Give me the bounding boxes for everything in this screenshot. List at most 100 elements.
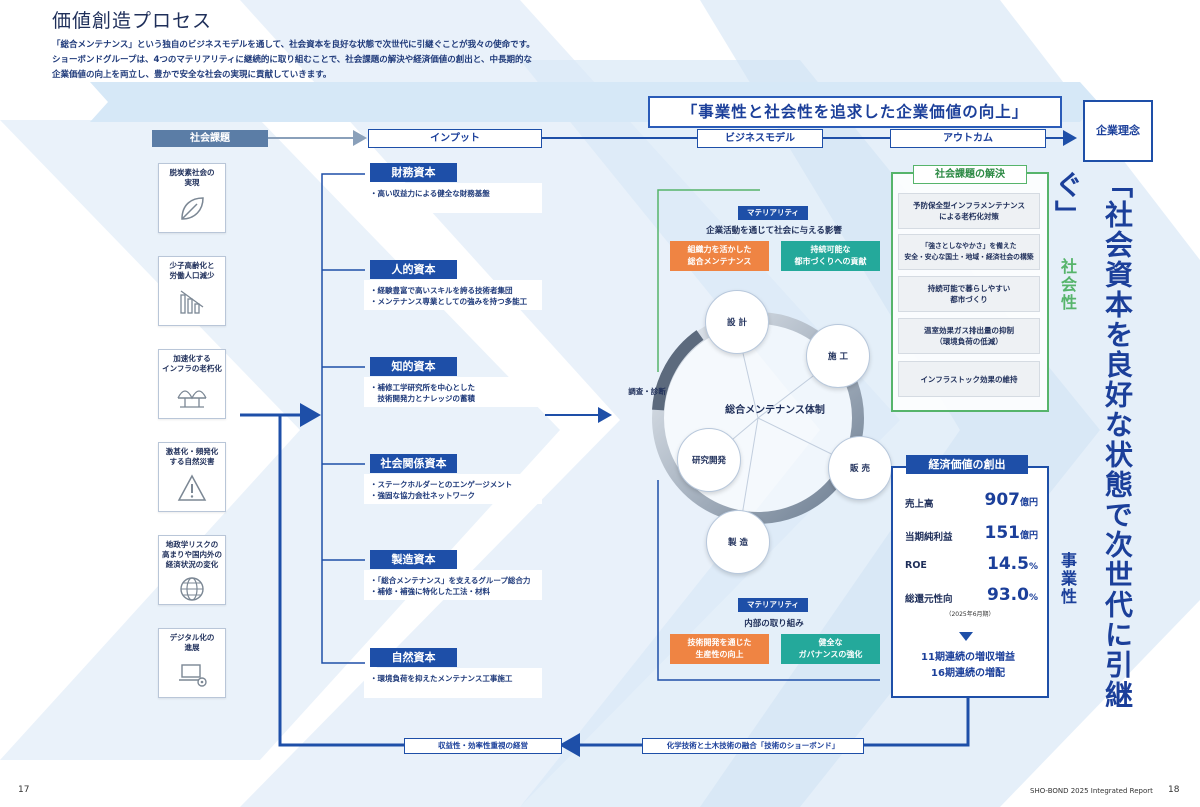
capital-body: ・経験豊富で高いスキルを誇る技術者集団 ・メンテナンス専業としての強みを持つ多能… [364, 280, 542, 310]
capital-item: ・高い収益力による健全な財務基盤 [370, 189, 490, 198]
bridge-icon [177, 390, 207, 408]
social-issue-label: 少子高齢化と 労働人口減少 [169, 261, 215, 280]
bottom-flow-left: 収益性・効率性重視の経営 [404, 738, 562, 754]
bottom-flow-right: 化学技術と土木技術の融合「技術のショーボンド」 [642, 738, 864, 754]
header-input: インプット [368, 129, 542, 148]
summary-line: 11期連続の増収増益 [921, 652, 1015, 663]
capital-header: 財務資本 [370, 163, 457, 182]
social-solution-item: 予防保全型インフラメンテナンス による老朽化対策 [898, 193, 1040, 229]
metric-unit: % [1028, 562, 1038, 572]
capital-item: ・ステークホルダーとのエンゲージメント [370, 480, 513, 489]
intro-line: 企業価値の向上を両立し、豊かで安全な社会の実現に貢献していきます。 [52, 70, 332, 80]
metric-label: ROE [905, 560, 927, 571]
business-side-label: 事業性 [1058, 552, 1077, 606]
metric-unit: 億円 [1019, 531, 1038, 541]
intro-text: 「総合メンテナンス」という独自のビジネスモデルを通して、社会資本を良好な状態で次… [52, 38, 572, 83]
economic-summary: 11期連続の増収増益 16期連続の増配 [905, 650, 1031, 682]
economic-value-panel [891, 466, 1049, 698]
social-issue-label: 脱炭素社会の 実現 [169, 168, 215, 187]
materiality-tag: マテリアリティ [738, 206, 808, 220]
social-issue-card: デジタル化の 進展 [158, 628, 226, 698]
materiality-box: 組織力を活かした 総合メンテナンス [670, 241, 769, 271]
capital-item: ・補修・補強に特化した工法・材料 [370, 587, 490, 596]
header-business-model: ビジネスモデル [697, 129, 823, 148]
cycle-node-rnd: 研究開発 [677, 428, 741, 492]
capital-header: 社会関係資本 [370, 454, 457, 473]
globe-icon [180, 577, 204, 601]
cycle-node-construction: 施 工 [806, 324, 870, 388]
cycle-node-sales: 販 売 [828, 436, 892, 500]
materiality-box: 持続可能な 都市づくりへの貢献 [781, 241, 880, 271]
cycle-center-label: 総合メンテナンス体制 [725, 405, 825, 416]
economic-value-title: 経済価値の創出 [906, 455, 1028, 474]
metric-number: 151 [984, 523, 1020, 543]
social-issue-card: 脱炭素社会の 実現 [158, 163, 226, 233]
fiscal-period-note: （2025年6月期） [945, 611, 995, 618]
social-solution-item: 持続可能で暮らしやすい 都市づくり [898, 276, 1040, 312]
social-issue-label: デジタル化の 進展 [169, 633, 215, 652]
capital-body: ・環境負荷を抑えたメンテナンス工事施工 [364, 668, 542, 698]
capital-item: ・環境負荷を抑えたメンテナンス工事施工 [370, 674, 513, 683]
intro-line: ショーボンドグループは、4つのマテリアリティに継続的に取り組むことで、社会課題の… [52, 55, 532, 65]
social-issue-label: 加速化する インフラの老朽化 [162, 354, 222, 373]
capital-body: ・補修工学研究所を中心とした 技術開発力とナレッジの蓄積 [364, 377, 542, 407]
materiality-box: 健全な ガバナンスの強化 [781, 634, 880, 664]
headline: 「事業性と社会性を追求した企業価値の向上」 [648, 96, 1062, 128]
materiality-box: 技術開発を通じた 生産性の向上 [670, 634, 769, 664]
header-outcome: アウトカム [890, 129, 1046, 148]
capital-body: ・ステークホルダーとのエンゲージメント ・強固な協力会社ネットワーク [364, 474, 542, 504]
social-solution-item: 温室効果ガス排出量の抑制 （環境負荷の低減） [898, 318, 1040, 354]
social-solution-item: インフラストック効果の維持 [898, 361, 1040, 397]
capital-item: ・経験豊富で高いスキルを誇る技術者集団 [370, 286, 513, 295]
social-solution-item: 「強さとしなやかさ」を備えた 安全・安心な国土・地域・経済社会の構築 [898, 234, 1040, 270]
capital-body: ・高い収益力による健全な財務基盤 [364, 183, 542, 213]
capital-item: ・補修工学研究所を中心とした [370, 383, 475, 392]
metric-label: 売上高 [905, 499, 934, 510]
leaf-icon [181, 197, 204, 220]
capital-header: 自然資本 [370, 648, 457, 667]
metric-label: 総還元性向 [905, 594, 953, 605]
summary-line: 16期連続の増配 [931, 668, 1005, 679]
social-issue-card: 地政学リスクの 高まりや国内外の 経済状況の変化 [158, 535, 226, 605]
cycle-side-label: 調査・診断 [628, 387, 666, 396]
down-triangle-icon [959, 632, 973, 641]
social-issue-card: 少子高齢化と 労働人口減少 [158, 256, 226, 326]
intro-line: 「総合メンテナンス」という独自のビジネスモデルを通して、社会資本を良好な状態で次… [52, 40, 535, 50]
capital-header: 知的資本 [370, 357, 457, 376]
capital-item: ・強固な協力会社ネットワーク [370, 491, 475, 500]
metric-unit: 億円 [1019, 498, 1038, 508]
capital-item: 技術開発力とナレッジの蓄積 [370, 394, 475, 403]
capital-header: 製造資本 [370, 550, 457, 569]
social-issue-label: 激甚化・頻発化 する自然災害 [165, 447, 219, 466]
page-number-right: 18 [1168, 785, 1180, 795]
header-social-issues: 社会課題 [152, 130, 268, 147]
social-solution-title: 社会課題の解決 [913, 165, 1027, 184]
metric-label: 当期純利益 [905, 532, 953, 543]
cycle-node-manufacturing: 製 造 [706, 510, 770, 574]
laptop-gear-icon [179, 664, 207, 687]
warning-icon [177, 474, 207, 501]
page-title: 価値創造プロセス [52, 10, 213, 32]
capital-header: 人的資本 [370, 260, 457, 279]
metric-value: 907億円 [970, 490, 1038, 510]
capital-item: ・メンテナンス専業としての強みを持つ多能工 [370, 297, 528, 306]
metric-value: 14.5% [970, 554, 1038, 574]
page-number-left: 17 [18, 785, 30, 795]
capital-item: ・「総合メンテナンス」を支えるグループ総合力 [370, 576, 531, 585]
metric-number: 93.0 [987, 585, 1029, 605]
capital-body: ・「総合メンテナンス」を支えるグループ総合力 ・補修・補強に特化した工法・材料 [364, 570, 542, 600]
cycle-node-design: 設 計 [705, 290, 769, 354]
metric-unit: % [1028, 593, 1038, 603]
metric-value: 151億円 [970, 523, 1038, 543]
report-name: SHO-BOND 2025 Integrated Report [1030, 787, 1153, 795]
materiality-caption: 内部の取り組み [744, 619, 804, 629]
vision-statement: 「社会資本を良好な状態で次世代に引継ぐ」 [1051, 170, 1134, 710]
social-issue-label: 地政学リスクの 高まりや国内外の 経済状況の変化 [162, 540, 222, 569]
corporate-philosophy-box: 企業理念 [1083, 100, 1153, 162]
materiality-tag: マテリアリティ [738, 598, 808, 612]
metric-value: 93.0% [970, 585, 1038, 605]
metric-number: 907 [984, 490, 1020, 510]
declining-bar-chart-icon [180, 290, 204, 314]
social-issue-card: 加速化する インフラの老朽化 [158, 349, 226, 419]
social-side-label: 社会性 [1058, 258, 1077, 312]
